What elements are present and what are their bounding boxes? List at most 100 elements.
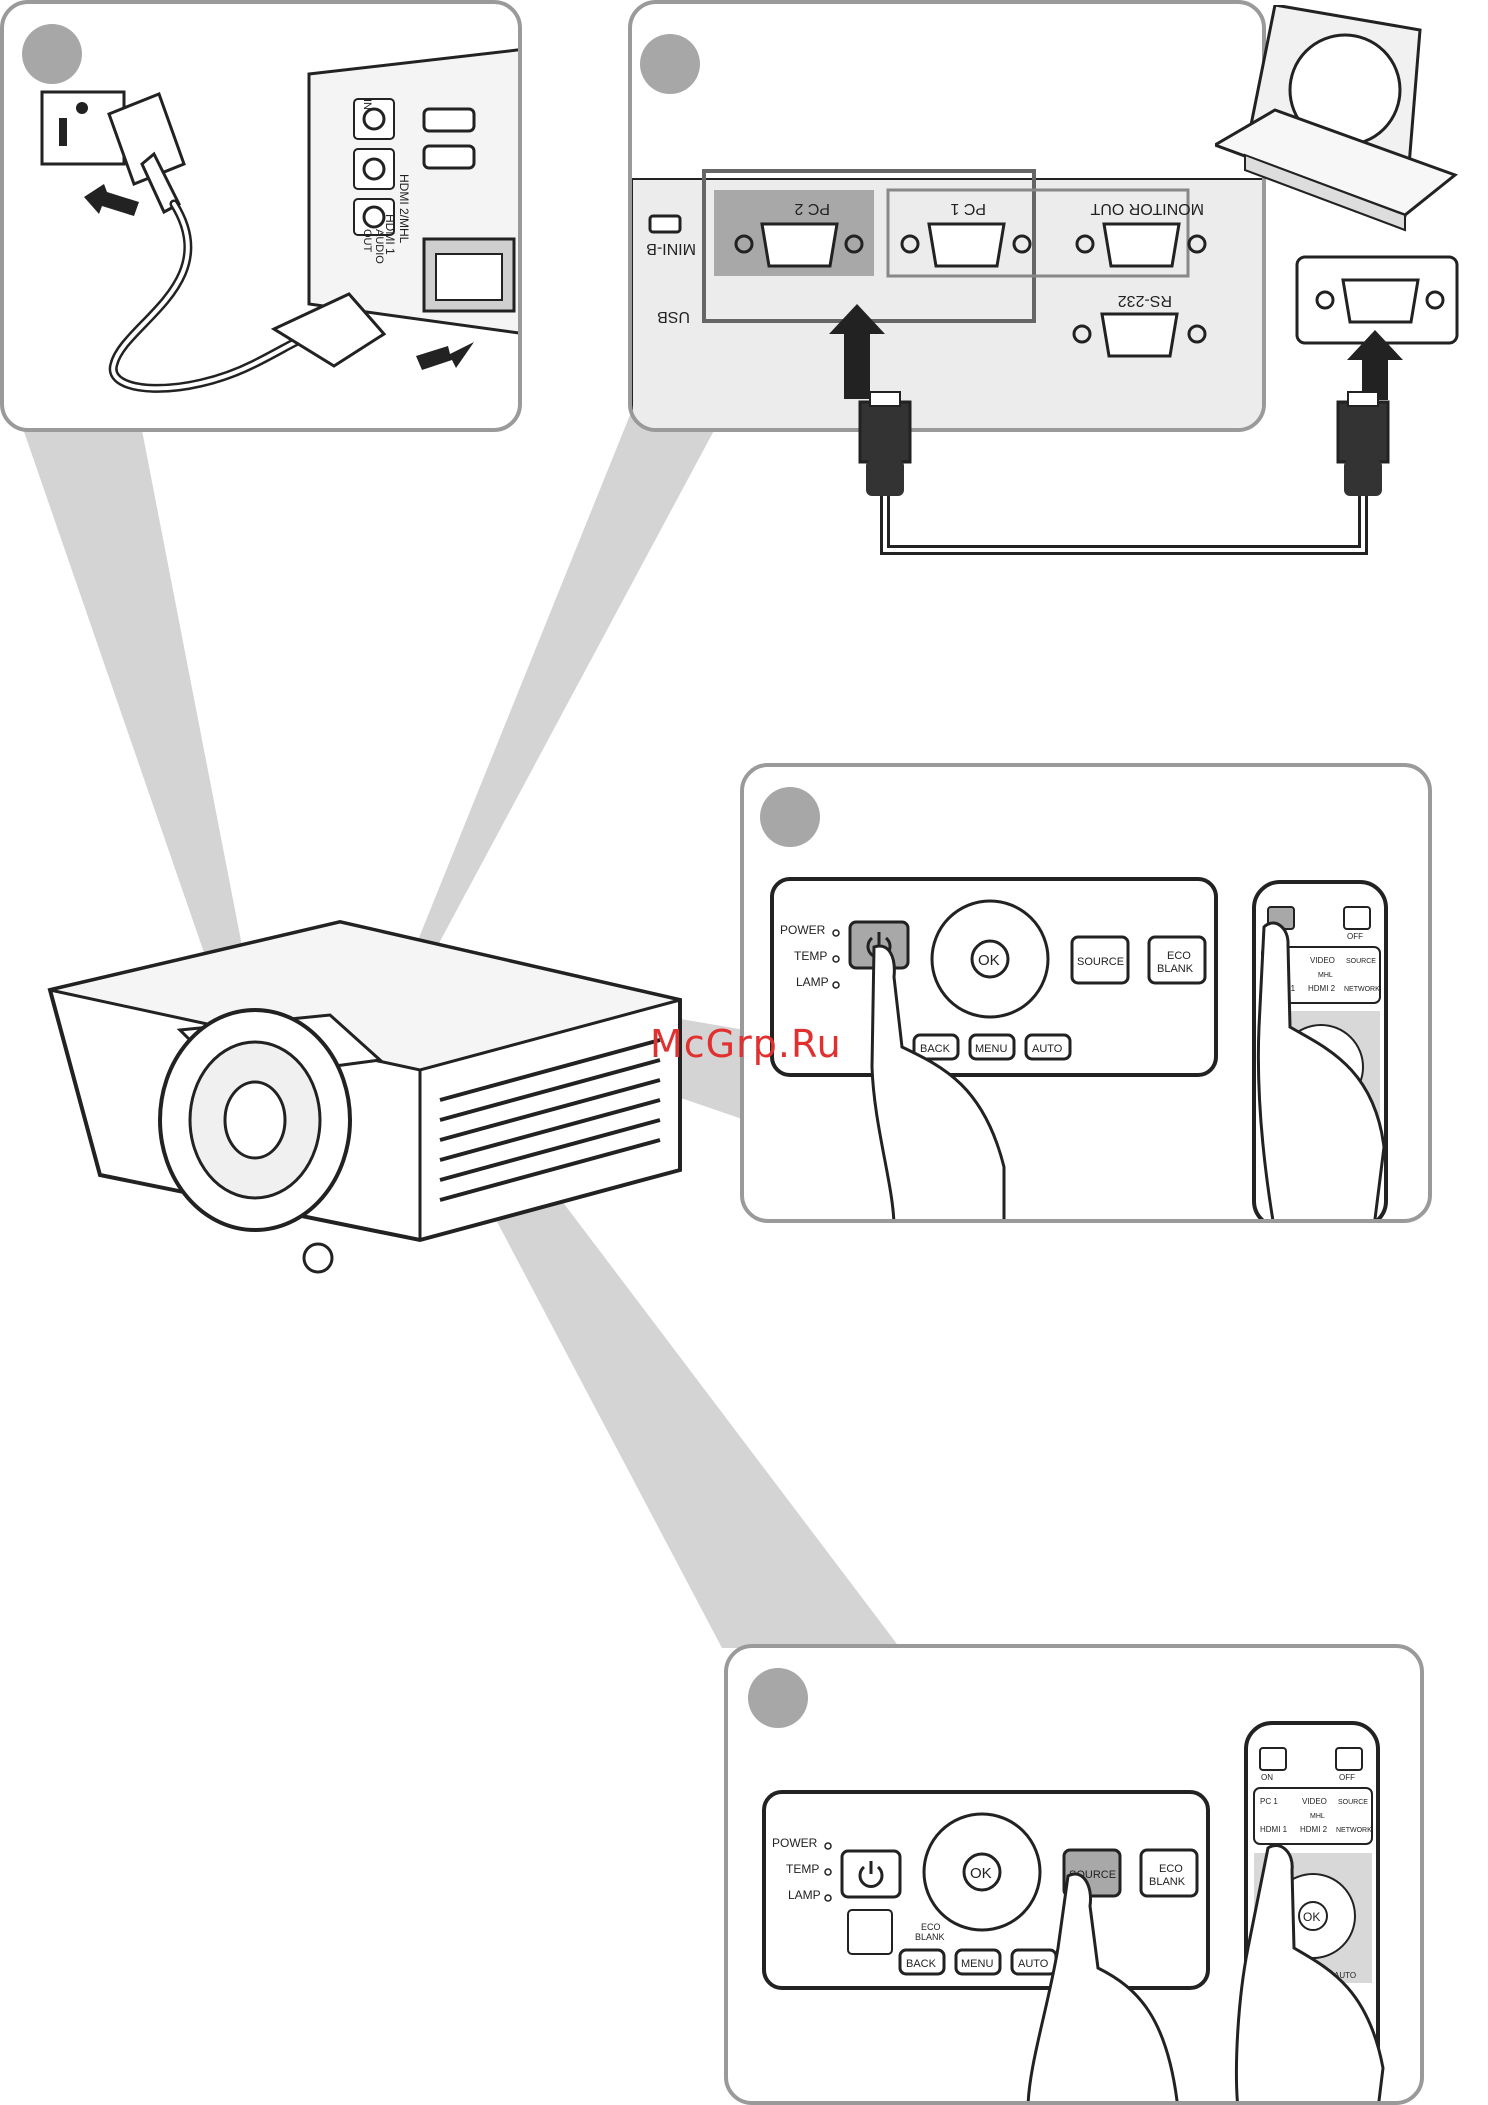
step-1-marker bbox=[22, 24, 82, 84]
port-label-hdmi1: HDMI 1 bbox=[383, 214, 397, 255]
back-button-label: BACK bbox=[920, 1043, 951, 1055]
source-button[interactable] bbox=[1070, 935, 1130, 985]
beam-power bbox=[20, 420, 268, 1080]
menu-button-label: MENU bbox=[961, 1958, 993, 1970]
indicator-power-label: POWER bbox=[772, 1836, 818, 1850]
watermark: McGrp.Ru bbox=[650, 1022, 842, 1066]
pressing-hand bbox=[870, 944, 1006, 1219]
port-label-monitor-out: MONITOR OUT bbox=[1090, 200, 1204, 217]
vga-port-pc2 bbox=[734, 222, 864, 268]
port-label-pc1: PC 1 bbox=[950, 200, 986, 217]
panel-pc-connection: PC 2 PC 1 MONITOR OUT RS-232 MINI-B USB bbox=[628, 0, 1266, 432]
laptop-illustration bbox=[1215, 5, 1459, 232]
eco-sub-label-line2: BLANK bbox=[915, 1932, 945, 1942]
eco-blank-button[interactable] bbox=[1147, 935, 1207, 985]
remote-ok-button[interactable] bbox=[1298, 1901, 1328, 1931]
indicator-lamp-label: LAMP bbox=[796, 975, 829, 989]
remote-off-button[interactable] bbox=[1343, 906, 1371, 930]
vga-port-monitor-out bbox=[1075, 222, 1207, 268]
remote-off-button[interactable] bbox=[1335, 1747, 1363, 1771]
pressing-hand bbox=[1026, 1872, 1179, 2101]
step-2-marker bbox=[640, 34, 700, 94]
remote-hdmi1-label: HDMI 1 bbox=[1260, 1825, 1288, 1834]
menu-button[interactable] bbox=[968, 1033, 1016, 1061]
vga-port-pc1 bbox=[900, 222, 1032, 268]
remote-video-label: VIDEO bbox=[1302, 1797, 1327, 1806]
ok-button-label: OK bbox=[978, 952, 1000, 969]
power-cord-illustration: HDMI 1 HDMI 2/MHL AUDIO OUT IN A bbox=[40, 48, 522, 393]
back-button[interactable] bbox=[898, 1948, 946, 1976]
eco-label-line1: ECO bbox=[1167, 950, 1191, 962]
indicator-lamp-label: LAMP bbox=[788, 1888, 821, 1902]
auto-button-label: AUTO bbox=[1032, 1043, 1063, 1055]
back-button[interactable] bbox=[912, 1033, 960, 1061]
auto-button-label: AUTO bbox=[1018, 1958, 1049, 1970]
remote-source-label: SOURCE bbox=[1338, 1799, 1368, 1806]
indicator-temp-label: TEMP bbox=[794, 949, 827, 963]
remote-off-label: OFF bbox=[1347, 932, 1363, 941]
remote-network-label: NETWORK bbox=[1344, 986, 1380, 993]
power-plug bbox=[107, 92, 186, 186]
remote-mhl-label: MHL bbox=[1318, 972, 1333, 979]
port-label-usb: USB bbox=[657, 308, 690, 325]
remote-hand bbox=[1256, 921, 1386, 1219]
eco-label-line1: ECO bbox=[1159, 1863, 1183, 1875]
menu-button-label: MENU bbox=[975, 1043, 1007, 1055]
step-4-marker bbox=[748, 1668, 808, 1728]
eco-label-line2: BLANK bbox=[1157, 963, 1194, 975]
remote-hdmi2-label: HDMI 2 bbox=[1300, 1825, 1328, 1834]
source-button-label: SOURCE bbox=[1077, 956, 1124, 968]
remote-hand bbox=[1234, 1844, 1385, 2101]
ok-button[interactable] bbox=[970, 939, 1010, 979]
insert-arrow-projector bbox=[829, 304, 885, 399]
remote-source-label: SOURCE bbox=[1346, 958, 1376, 965]
rs232-port bbox=[1072, 312, 1207, 358]
eco-blank-button[interactable] bbox=[1139, 1848, 1199, 1898]
port-label-hdmi2: HDMI 2/MHL bbox=[397, 174, 411, 244]
port-label-rs232: RS-232 bbox=[1118, 292, 1172, 309]
port-label-pc2: PC 2 bbox=[794, 200, 830, 217]
remote-ok-label: OK bbox=[1303, 1910, 1320, 1924]
back-button-label: BACK bbox=[906, 1958, 937, 1970]
ok-button-label: OK bbox=[970, 1865, 992, 1882]
eco-label-line2: BLANK bbox=[1149, 1876, 1186, 1888]
ok-button[interactable] bbox=[962, 1852, 1002, 1892]
remote-network-label: NETWORK bbox=[1336, 1827, 1372, 1834]
panel-power-cord: HDMI 1 HDMI 2/MHL AUDIO OUT IN A bbox=[0, 0, 522, 432]
projector-illustration bbox=[47, 919, 682, 1274]
port-label-audio: AUDIO bbox=[373, 229, 385, 264]
remote-hdmi2-label: HDMI 2 bbox=[1308, 984, 1336, 993]
auto-button[interactable] bbox=[1024, 1033, 1072, 1061]
power-connector bbox=[270, 292, 387, 368]
remote-on-label: ON bbox=[1261, 1773, 1273, 1782]
insert-arrow-laptop bbox=[1347, 330, 1403, 400]
port-label-in: IN bbox=[361, 99, 373, 110]
panel-power-on: POWER TEMP LAMP OK SOURCE ECO BLANK BACK… bbox=[740, 763, 1432, 1223]
step-3-marker bbox=[760, 787, 820, 847]
mini-b-port bbox=[648, 214, 682, 234]
remote-mhl-label: MHL bbox=[1310, 1813, 1325, 1820]
remote-off-label: OFF bbox=[1339, 1773, 1355, 1782]
eco-sub-label-line1: ECO bbox=[921, 1922, 941, 1932]
remote-on-button[interactable] bbox=[1259, 1747, 1287, 1771]
remote-video-label: VIDEO bbox=[1310, 956, 1335, 965]
plug-in-arrow-1 bbox=[84, 184, 139, 216]
lamp-button[interactable] bbox=[847, 1909, 893, 1955]
io-panel-illustration: PC 2 PC 1 MONITOR OUT RS-232 MINI-B USB bbox=[632, 169, 1262, 428]
beam-connect bbox=[410, 410, 725, 960]
keypad-illustration-source: POWER TEMP LAMP OK SOURCE ECO BLANK ECO … bbox=[762, 1721, 1385, 2101]
menu-button[interactable] bbox=[954, 1948, 1002, 1976]
power-cable bbox=[108, 199, 329, 393]
vga-cable bbox=[858, 330, 1403, 555]
keypad-illustration-power: POWER TEMP LAMP OK SOURCE ECO BLANK BACK… bbox=[770, 877, 1388, 1219]
plug-in-arrow-2 bbox=[416, 342, 474, 370]
remote-pc1-label: PC 1 bbox=[1260, 1797, 1278, 1806]
indicator-power-label: POWER bbox=[780, 923, 826, 937]
port-label-a: A bbox=[515, 172, 522, 180]
remote-auto-label: AUTO bbox=[1334, 1971, 1356, 1980]
port-label-mini-b: MINI-B bbox=[646, 240, 696, 257]
indicator-temp-label: TEMP bbox=[786, 1862, 819, 1876]
port-label-out: OUT bbox=[361, 229, 373, 253]
power-icon bbox=[858, 1865, 884, 1888]
